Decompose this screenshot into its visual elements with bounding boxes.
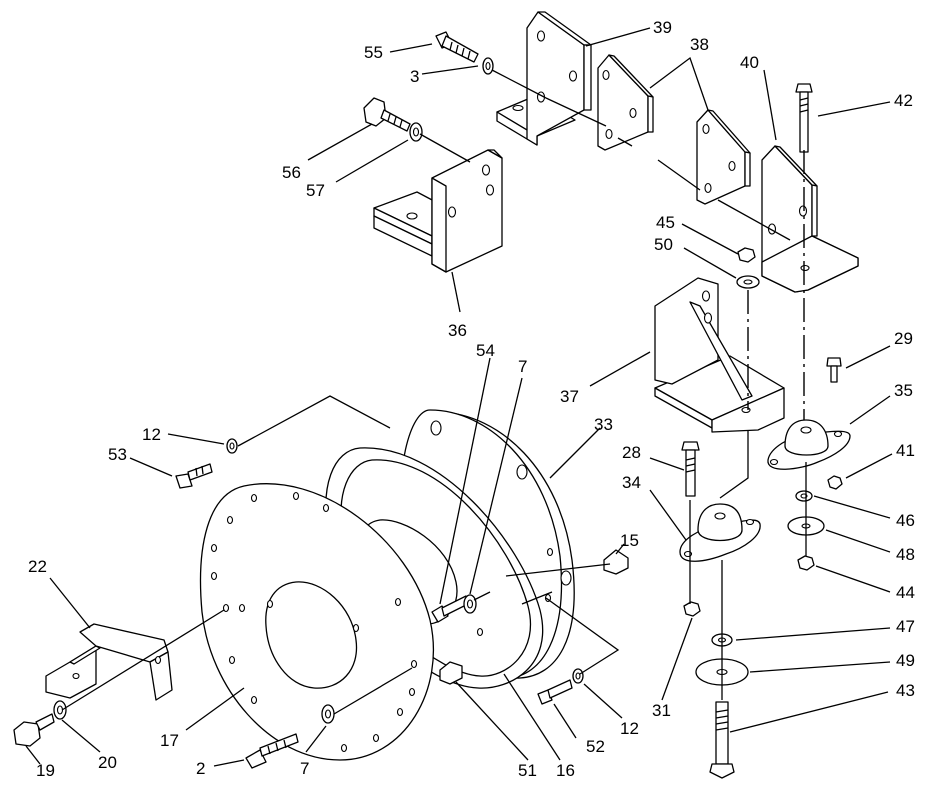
nut-31 bbox=[683, 601, 701, 617]
callout-19: 19 bbox=[36, 761, 55, 780]
assembly-lines bbox=[61, 69, 807, 715]
callout-43: 43 bbox=[896, 681, 915, 700]
nut-44 bbox=[797, 555, 815, 571]
callout-17: 17 bbox=[160, 731, 179, 750]
bolt-43 bbox=[709, 701, 735, 779]
callout-38: 38 bbox=[690, 35, 709, 54]
spacer-15 bbox=[603, 549, 629, 575]
washer-12-bottom bbox=[572, 668, 584, 684]
callout-55: 55 bbox=[364, 43, 383, 62]
nut-45 bbox=[737, 247, 756, 263]
callout-48: 48 bbox=[896, 545, 915, 564]
callout-54: 54 bbox=[476, 341, 495, 360]
washer-20 bbox=[53, 700, 67, 720]
bracket-37 bbox=[654, 277, 785, 433]
bolt-52 bbox=[537, 679, 573, 705]
bolt-28 bbox=[681, 441, 700, 497]
callout-50: 50 bbox=[654, 235, 673, 254]
nut-41 bbox=[827, 475, 843, 490]
callout-33: 33 bbox=[594, 415, 613, 434]
callout-51: 51 bbox=[518, 761, 537, 780]
callout-37: 37 bbox=[560, 387, 579, 406]
callout-31: 31 bbox=[652, 701, 671, 720]
plate-17 bbox=[199, 483, 435, 761]
washer-57 bbox=[409, 122, 423, 142]
bracket-36 bbox=[373, 149, 503, 273]
bolt-55 bbox=[435, 31, 479, 63]
callout-49: 49 bbox=[896, 651, 915, 670]
callout-7-bottom: 7 bbox=[300, 759, 309, 778]
callout-20: 20 bbox=[98, 753, 117, 772]
callout-35: 35 bbox=[894, 381, 913, 400]
callout-46: 46 bbox=[896, 511, 915, 530]
washer-12-top bbox=[226, 438, 238, 454]
mount-34 bbox=[679, 503, 761, 562]
bolt-19 bbox=[13, 713, 55, 747]
callout-56: 56 bbox=[282, 163, 301, 182]
callout-44: 44 bbox=[896, 583, 915, 602]
bracket-22 bbox=[45, 623, 173, 701]
callout-53: 53 bbox=[108, 445, 127, 464]
washer-50 bbox=[736, 275, 760, 289]
washer-7-bottom bbox=[321, 704, 335, 724]
washer-3 bbox=[482, 57, 494, 75]
callout-34: 34 bbox=[622, 473, 641, 492]
mount-35 bbox=[767, 419, 851, 470]
callout-2: 2 bbox=[196, 759, 205, 778]
callout-45: 45 bbox=[656, 213, 675, 232]
bracket-40 bbox=[761, 145, 859, 293]
callout-36: 36 bbox=[448, 321, 467, 340]
callout-29: 29 bbox=[894, 329, 913, 348]
bolt-42 bbox=[795, 83, 813, 153]
callout-labels: 55 3 39 38 40 42 56 57 45 50 36 54 7 29 … bbox=[28, 18, 915, 780]
spacer-51 bbox=[439, 661, 463, 685]
callout-47: 47 bbox=[896, 617, 915, 636]
callout-42: 42 bbox=[894, 91, 913, 110]
leader-lines bbox=[25, 27, 893, 767]
callout-28: 28 bbox=[622, 443, 641, 462]
callout-41: 41 bbox=[896, 441, 915, 460]
plate-38-a bbox=[597, 54, 654, 151]
callout-39: 39 bbox=[653, 18, 672, 37]
callout-22: 22 bbox=[28, 557, 47, 576]
callout-12-top: 12 bbox=[142, 425, 161, 444]
callout-57: 57 bbox=[306, 181, 325, 200]
washer-7-top bbox=[463, 594, 477, 614]
bolt-56 bbox=[363, 97, 411, 132]
plate-38-b bbox=[696, 109, 751, 205]
callout-16: 16 bbox=[556, 761, 575, 780]
washer-46 bbox=[795, 490, 813, 502]
bolt-29 bbox=[826, 357, 842, 383]
bracket-39 bbox=[496, 11, 592, 146]
bolt-2 bbox=[245, 733, 299, 769]
screw-53 bbox=[175, 463, 213, 489]
callout-15: 15 bbox=[620, 531, 639, 550]
callout-3: 3 bbox=[410, 67, 419, 86]
callout-40: 40 bbox=[740, 53, 759, 72]
callout-12-bottom: 12 bbox=[620, 719, 639, 738]
callout-52: 52 bbox=[586, 737, 605, 756]
callout-7-top: 7 bbox=[518, 357, 527, 376]
